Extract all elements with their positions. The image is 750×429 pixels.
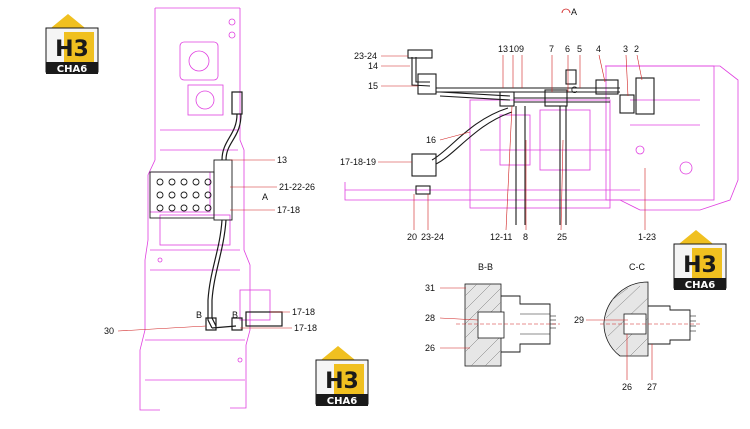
callout-12-11: 12-11 bbox=[490, 232, 512, 242]
callout-16: 16 bbox=[426, 135, 436, 145]
top-right-hoses bbox=[407, 49, 655, 225]
callout-20: 20 bbox=[407, 232, 417, 242]
callout-25: 25 bbox=[557, 232, 567, 242]
left-frame-view bbox=[139, 7, 271, 411]
callout-13-right: 13 bbox=[498, 44, 508, 54]
callout-9: 9 bbox=[519, 44, 524, 54]
section-marker-B-1: B bbox=[196, 310, 202, 320]
callout-6: 6 bbox=[565, 44, 570, 54]
view-title-A: A bbox=[571, 7, 577, 17]
callout-30: 30 bbox=[104, 326, 114, 336]
top-right-frame bbox=[344, 65, 739, 211]
logo-right: H3 CHA6 bbox=[673, 230, 727, 291]
callout-26-cc: 26 bbox=[622, 382, 632, 392]
callout-10: 10 bbox=[509, 44, 519, 54]
logo-sub-text: CHA6 bbox=[57, 64, 87, 75]
logo-main-text: H3 bbox=[325, 369, 359, 394]
callout-13: 13 bbox=[277, 155, 287, 165]
callout-15: 15 bbox=[368, 81, 378, 91]
section-marker-C: C bbox=[571, 85, 578, 95]
callout-23-24-top: 23-24 bbox=[354, 51, 377, 61]
callout-17-18-b: 17-18 bbox=[292, 307, 315, 317]
logo-main-text: H3 bbox=[55, 37, 89, 62]
right-callouts: 23-24 14 15 16 17-18-19 13 10 9 7 6 5 4 … bbox=[340, 44, 656, 242]
logo-top-left: H3 CHA6 bbox=[45, 14, 99, 75]
callout-5: 5 bbox=[577, 44, 582, 54]
logo-sub-text: CHA6 bbox=[327, 396, 357, 407]
callout-31: 31 bbox=[425, 283, 435, 293]
view-marker-A-left: A bbox=[262, 192, 268, 202]
section-bb-drawing bbox=[439, 283, 560, 367]
logo-sub-text: CHA6 bbox=[685, 280, 715, 291]
callout-27: 27 bbox=[647, 382, 657, 392]
callout-4: 4 bbox=[596, 44, 601, 54]
callout-17-18-c: 17-18 bbox=[294, 323, 317, 333]
callout-23-24-bottom: 23-24 bbox=[421, 232, 444, 242]
control-valve-block bbox=[149, 159, 233, 221]
callout-26-bb: 26 bbox=[425, 343, 435, 353]
view-arrow-icon bbox=[561, 8, 571, 14]
section-marker-B-2: B bbox=[232, 310, 238, 320]
section-cc-drawing bbox=[586, 281, 700, 380]
callout-17-18-19: 17-18-19 bbox=[340, 157, 376, 167]
section-title-bb: B-B bbox=[478, 262, 493, 272]
callout-2: 2 bbox=[634, 44, 639, 54]
callout-21-22-26: 21-22-26 bbox=[279, 182, 315, 192]
logo-bottom: H3 CHA6 bbox=[315, 346, 369, 407]
callout-14: 14 bbox=[368, 61, 378, 71]
callout-7: 7 bbox=[549, 44, 554, 54]
callout-29: 29 bbox=[574, 315, 584, 325]
callout-3: 3 bbox=[623, 44, 628, 54]
logo-main-text: H3 bbox=[683, 253, 717, 278]
left-callouts: 13 21-22-26 A 17-18 17-18 17-18 30 B B bbox=[104, 155, 317, 336]
callout-28: 28 bbox=[425, 313, 435, 323]
callout-8: 8 bbox=[523, 232, 528, 242]
callout-1-23: 1-23 bbox=[638, 232, 656, 242]
left-hose bbox=[205, 91, 283, 331]
callout-17-18-a: 17-18 bbox=[277, 205, 300, 215]
section-title-cc: C-C bbox=[629, 262, 645, 272]
